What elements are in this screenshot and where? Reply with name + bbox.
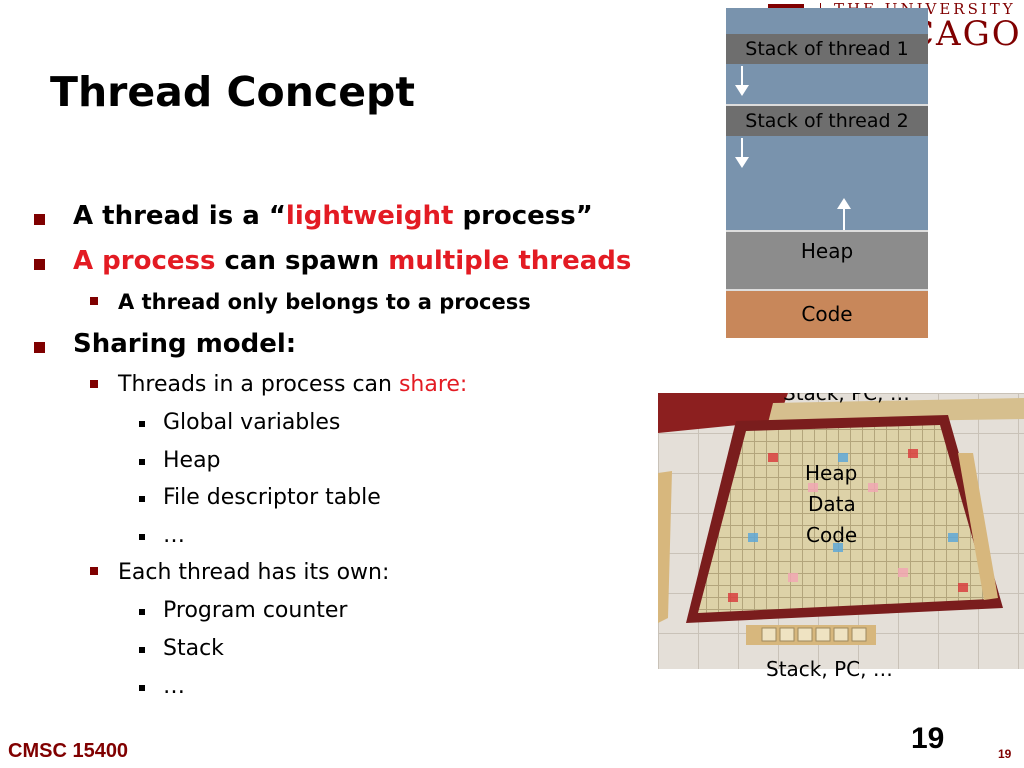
list-item-marker <box>139 459 145 465</box>
heap-label: Heap <box>800 239 854 263</box>
highlight-text: A process <box>73 246 216 276</box>
bullet-marker <box>34 259 45 270</box>
bullet-text: Threads in a process can <box>118 372 399 397</box>
bullet-spawn: A process can spawn multiple threads <box>73 246 631 276</box>
list-item: Program counter <box>163 598 348 623</box>
code-label: Code <box>801 302 853 326</box>
list-item-marker <box>139 421 145 427</box>
bullet-lightweight: A thread is a “lightweight process” <box>73 201 593 231</box>
shared-data-label: Data <box>808 492 856 516</box>
bullet-text: can spawn <box>215 246 389 276</box>
stack-thread-2-label: Stack of thread 2 <box>726 106 928 136</box>
sub-bullet-marker <box>90 297 98 305</box>
sub-bullet-belongs: A thread only belongs to a process <box>118 290 531 314</box>
list-item: … <box>163 523 185 548</box>
list-item: File descriptor table <box>163 485 381 510</box>
code-segment: Code <box>726 291 928 338</box>
heap-segment: Heap <box>726 232 928 289</box>
sub-bullet-marker <box>90 567 98 575</box>
list-item: … <box>163 674 185 699</box>
scrabble-board-photo <box>658 393 1024 669</box>
divider <box>726 230 928 232</box>
arrow-down-icon <box>735 138 749 168</box>
list-item: Stack <box>163 636 224 661</box>
bullet-text: process” <box>453 201 593 231</box>
list-item: Heap <box>163 448 221 473</box>
bullet-marker <box>34 342 45 353</box>
shared-heap-label: Heap <box>805 461 858 485</box>
thread-stack-label-bottom: Stack, PC, … <box>766 657 893 681</box>
shared-code-label: Code <box>806 523 858 547</box>
arrow-down-icon <box>735 66 749 96</box>
slide-title: Thread Concept <box>50 68 415 116</box>
sub-bullet-marker <box>90 380 98 388</box>
list-item-marker <box>139 685 145 691</box>
divider <box>726 289 928 291</box>
stack-thread-1-label: Stack of thread 1 <box>726 34 928 64</box>
list-item-marker <box>139 647 145 653</box>
list-item-marker <box>139 496 145 502</box>
bullet-sharing-model: Sharing model: <box>73 329 297 359</box>
scrabble-board-image: Stack, PC, … Heap Data Code <box>658 393 1024 669</box>
page-number: 19 <box>998 747 1012 761</box>
sub-bullet-share: Threads in a process can share: <box>118 372 467 397</box>
slide-number: 19 <box>911 722 945 755</box>
sub-bullet-own: Each thread has its own: <box>118 560 390 585</box>
list-item-marker <box>139 534 145 540</box>
divider <box>726 104 928 106</box>
list-item-marker <box>139 609 145 615</box>
thread-stack-label-top: Stack, PC, … <box>783 393 910 405</box>
memory-layout-diagram: Stack of thread 1 Stack of thread 2 Heap… <box>726 8 928 338</box>
highlight-text: multiple threads <box>388 246 632 276</box>
bullet-text: A thread is a “ <box>73 201 286 231</box>
arrow-up-icon <box>837 198 851 230</box>
highlight-text: lightweight <box>285 201 454 231</box>
highlight-text: share: <box>398 372 468 397</box>
list-item: Global variables <box>163 410 341 435</box>
course-label: CMSC 15400 <box>8 740 129 762</box>
bullet-marker <box>34 214 45 225</box>
